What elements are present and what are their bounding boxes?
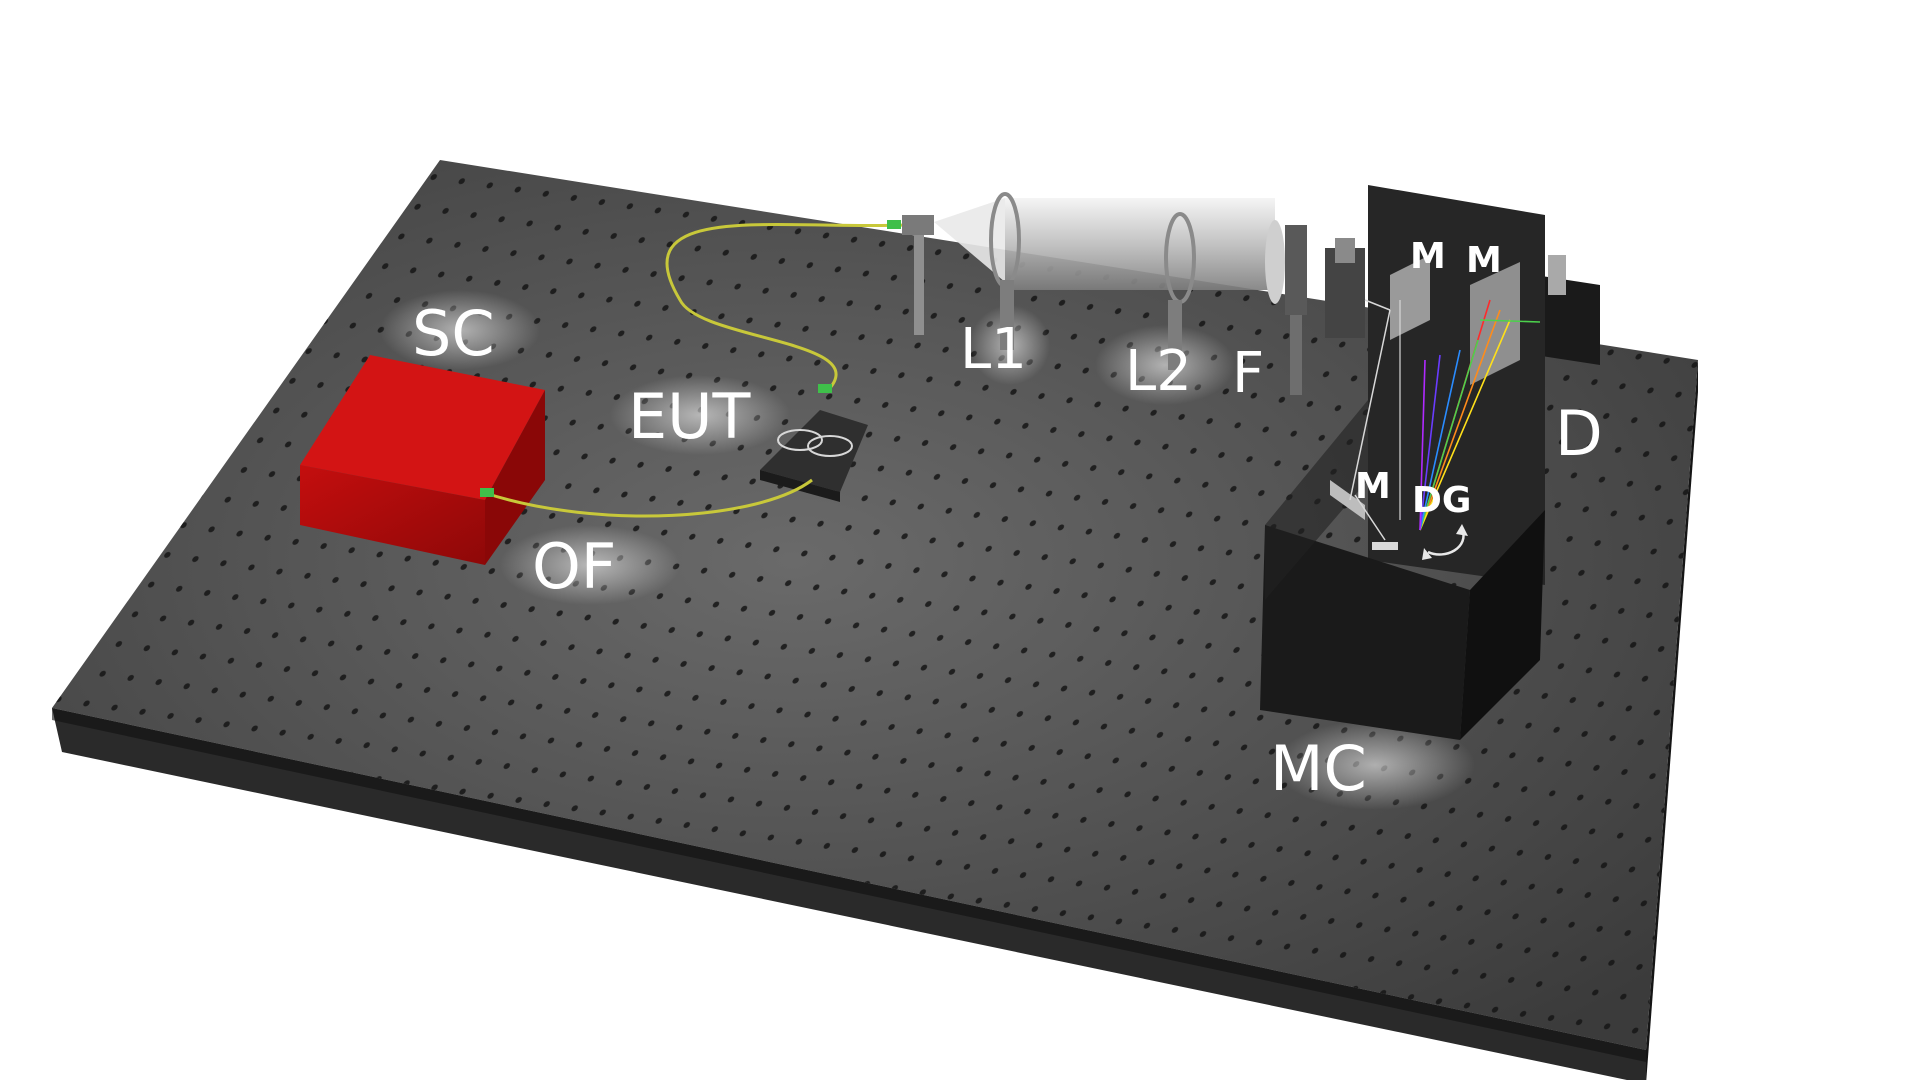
monochromator <box>1260 185 1545 740</box>
fiber-loop-mount <box>760 410 868 502</box>
fiber-output-holder <box>902 215 934 335</box>
monochromator-back-wall <box>1368 185 1545 585</box>
supercontinuum-source-box <box>300 355 545 565</box>
lens-post-l1 <box>1000 280 1014 350</box>
monochromator-right-wall <box>1460 510 1545 740</box>
diffraction-grating <box>1372 542 1398 550</box>
label-diffraction-grating: DG <box>1412 480 1471 521</box>
label-of: OF <box>532 530 616 603</box>
mirror-bottom <box>1330 480 1365 520</box>
label-mirror-top-right: M <box>1466 240 1502 281</box>
monochromator-front-wall <box>1260 525 1470 740</box>
monochromator-left-wall <box>1265 400 1368 600</box>
label-l2: L2 <box>1125 339 1192 404</box>
label-eut: EUT <box>628 380 752 453</box>
detector <box>1535 255 1600 365</box>
label-mirror-bottom: M <box>1355 466 1391 507</box>
fiber-connector <box>887 220 901 229</box>
label-f: F <box>1232 341 1264 406</box>
label-d: D <box>1555 397 1603 470</box>
fiber-connector <box>480 488 494 497</box>
table-right-side <box>1646 360 1698 1080</box>
dispersed-spectrum <box>1419 299 1541 531</box>
lens-tube-assembly <box>934 192 1285 370</box>
lens-post-l2 <box>1168 300 1182 370</box>
optical-fiber <box>480 220 906 518</box>
fiber-connector <box>818 384 832 393</box>
label-sc: SC <box>412 297 495 370</box>
label-mirror-top-left: M <box>1410 236 1446 277</box>
label-l1: L1 <box>960 317 1027 382</box>
filter-holder <box>1285 225 1307 395</box>
label-mc: MC <box>1270 732 1367 805</box>
